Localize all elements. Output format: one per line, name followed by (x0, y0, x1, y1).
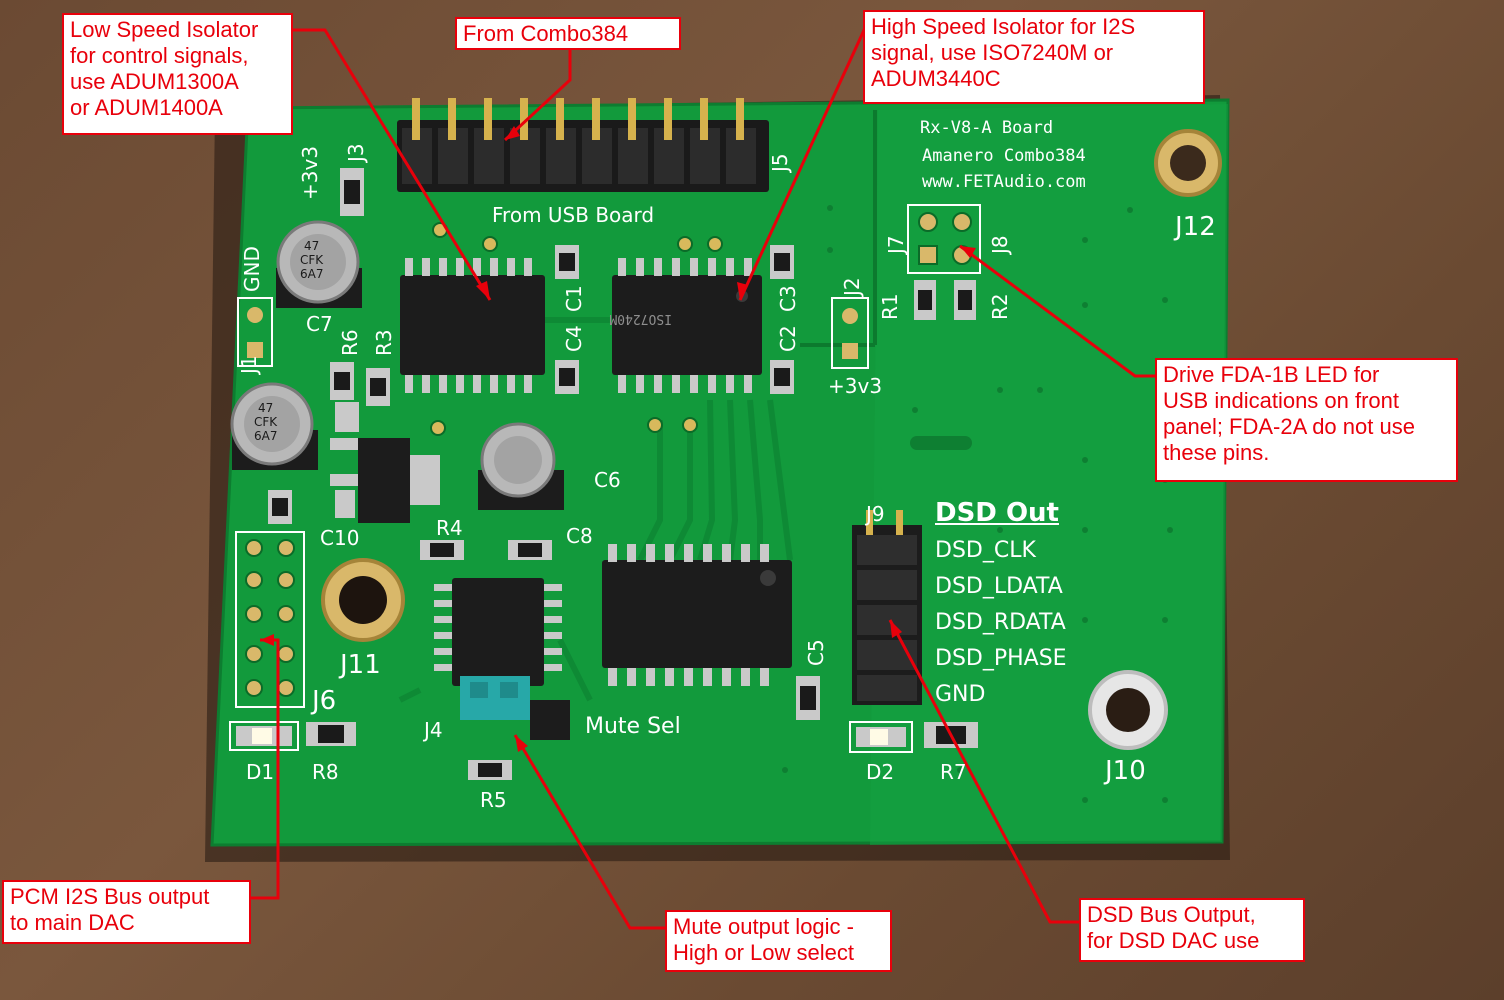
callout-high-speed-isolator: High Speed Isolator for I2S signal, use … (863, 10, 1205, 104)
j6-header (235, 531, 305, 708)
mute-sel-label: Mute Sel (585, 714, 681, 739)
svg-text:6A7: 6A7 (300, 267, 323, 281)
c7-label: C7 (306, 312, 333, 336)
isolator-ic-high (612, 275, 762, 375)
dsd-signal-ldata: DSD_LDATA (935, 574, 1063, 599)
r4-label: R4 (436, 516, 463, 540)
svg-text:47: 47 (304, 239, 319, 253)
dsd-signal-rdata: DSD_RDATA (935, 610, 1066, 635)
r8-label: R8 (312, 760, 339, 784)
plus3v3-label-right: +3v3 (828, 374, 883, 398)
svg-text:6A7: 6A7 (254, 429, 277, 443)
callout-low-speed-isolator: Low Speed Isolator for control signals, … (62, 13, 293, 135)
svg-text:ISO7240M: ISO7240M (609, 311, 672, 326)
arrow-heads (260, 126, 976, 752)
callout-dsd-bus: DSD Bus Output, for DSD DAC use (1079, 898, 1305, 962)
j2-label: J2 (840, 277, 864, 296)
mounting-holes (321, 129, 1222, 750)
r2-label: R2 (988, 293, 1012, 320)
d1-label: D1 (246, 760, 275, 784)
j10-label: J10 (1105, 756, 1146, 786)
j1-label: J1 (237, 355, 261, 374)
j12-label: J12 (1175, 212, 1216, 242)
j9-label: J9 (866, 502, 885, 526)
callout-drive-led: Drive FDA-1B LED for USB indications on … (1155, 358, 1458, 482)
svg-text:CFK: CFK (300, 253, 324, 267)
j4-label: J4 (424, 718, 443, 742)
j11-label: J11 (340, 650, 381, 680)
d2-label: D2 (866, 760, 895, 784)
j3-label: J3 (344, 143, 368, 162)
callout-from-combo384: From Combo384 (455, 17, 681, 50)
c8-label: C8 (566, 524, 593, 548)
c5-label: C5 (804, 639, 828, 666)
svg-text:CFK: CFK (254, 415, 278, 429)
c6-label: C6 (594, 468, 621, 492)
regulator (358, 438, 410, 523)
plus3v3-label-left: +3v3 (298, 145, 322, 200)
callout-pcm-bus: PCM I2S Bus output to main DAC (2, 880, 251, 944)
small-vias (782, 205, 1173, 803)
j6-label: J6 (312, 686, 337, 716)
svg-text:47: 47 (258, 401, 273, 415)
r3-label: R3 (372, 329, 396, 356)
r7-label: R7 (940, 760, 967, 784)
r6-label: R6 (338, 329, 362, 356)
c4-label: C4 (562, 325, 586, 352)
r1-label: R1 (878, 293, 902, 320)
gnd-label: GND (240, 246, 264, 292)
j5-label: J5 (768, 153, 792, 172)
c10-label: C10 (320, 526, 360, 550)
dsd-signal-clk: DSD_CLK (935, 538, 1036, 563)
isolator-ic-low (400, 275, 545, 375)
c1-label: C1 (562, 285, 586, 312)
electrolytic-capacitors: 47 CFK 6A7 47 CFK 6A7 (230, 220, 564, 510)
callout-mute-logic: Mute output logic - High or Low select (665, 910, 892, 972)
board-name: Rx-V8-A Board (920, 118, 1054, 138)
j7-j8-header (907, 204, 981, 274)
j8-label: J8 (988, 235, 1012, 254)
dsd-out-title: DSD Out (935, 498, 1059, 528)
j7-label: J7 (884, 235, 908, 254)
board-subtitle: Amanero Combo384 (922, 146, 1086, 166)
mute-ic (452, 578, 544, 686)
c2-label: C2 (776, 325, 800, 352)
from-usb-label: From USB Board (492, 203, 655, 227)
r5-label: R5 (480, 788, 507, 812)
dsd-signal-phase: DSD_PHASE (935, 646, 1067, 671)
board-url: www.FETAudio.com (922, 172, 1086, 192)
c3-label: C3 (776, 285, 800, 312)
logic-ic (602, 560, 792, 668)
smd-components (229, 168, 978, 780)
dsd-signal-gnd: GND (935, 682, 986, 707)
